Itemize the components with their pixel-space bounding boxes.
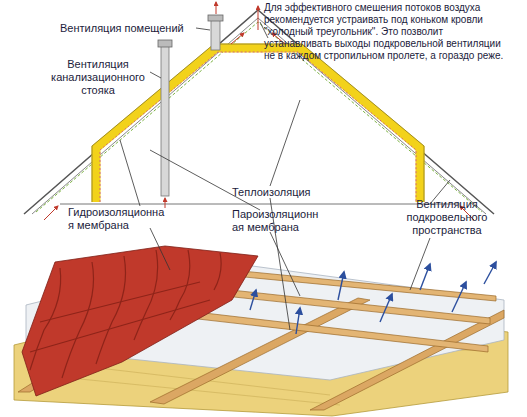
roof-layers [14,246,508,416]
leader-lines [120,22,450,330]
vent-label: Вентиляция подкровельного пространства [392,198,502,237]
layer-label: Теплоизоляция [232,186,322,199]
vent-label: Вентиляция помещений [60,22,200,35]
note-text: Для эффективного смешения потоков воздух… [264,2,510,62]
layer-label: Пароизоляционн ая мембрана [232,208,322,234]
stack-label: Вентиляция канализационного стояка [44,58,152,97]
layer-label: Гидроизоляционна я мембрана [68,206,168,232]
